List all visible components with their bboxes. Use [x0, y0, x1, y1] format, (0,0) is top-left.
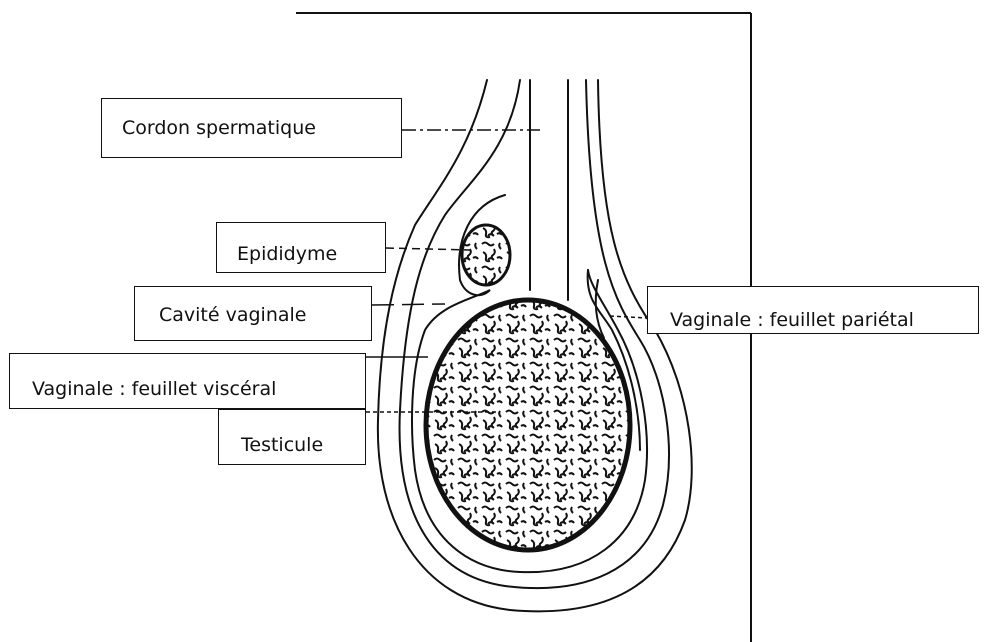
label-epididyme: Epididyme	[216, 222, 386, 273]
epididymis	[462, 225, 510, 285]
label-visceral-text: Vaginale : feuillet viscéral	[32, 378, 276, 400]
label-testicule: Testicule	[218, 409, 366, 465]
label-parietal-text: Vaginale : feuillet pariétal	[670, 309, 914, 331]
label-epididyme-text: Epididyme	[237, 243, 337, 265]
testis	[426, 300, 630, 550]
leader-epididyme	[386, 248, 470, 250]
label-testicule-text: Testicule	[241, 434, 323, 456]
label-feuillet-visceral: Vaginale : feuillet viscéral	[9, 353, 366, 409]
label-cordon-text: Cordon spermatique	[122, 117, 316, 139]
label-cavite-text: Cavité vaginale	[159, 304, 307, 326]
leader-parietal	[610, 316, 647, 318]
leader-cavite	[372, 304, 445, 305]
label-cavite-vaginale: Cavité vaginale	[134, 286, 372, 341]
label-feuillet-parietal: Vaginale : feuillet pariétal	[647, 286, 979, 334]
label-cordon-spermatique: Cordon spermatique	[101, 98, 402, 158]
